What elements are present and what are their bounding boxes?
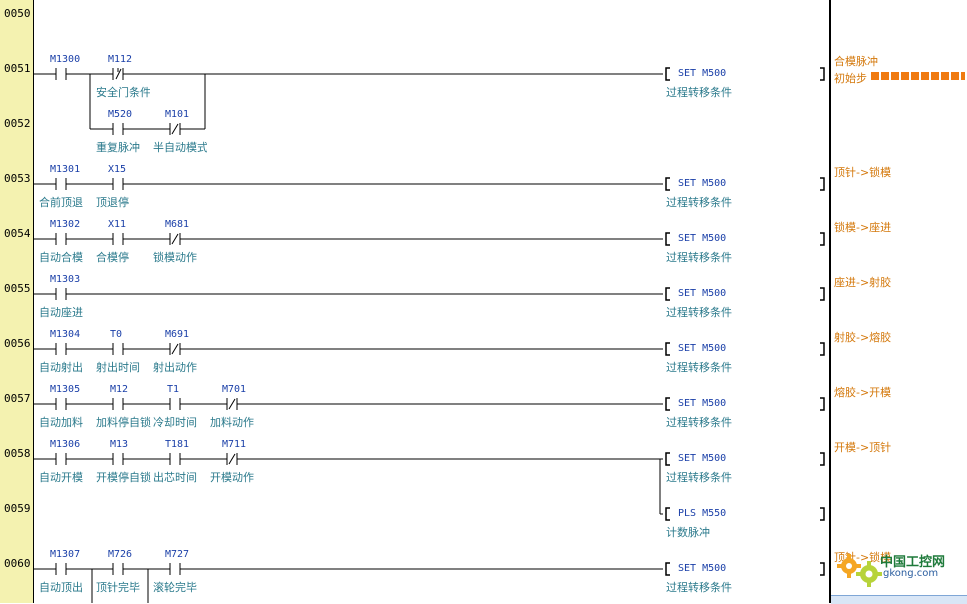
coil-comment: 过程转移条件 (666, 471, 732, 484)
contact-address[interactable]: M13 (110, 439, 129, 450)
coil-instruction[interactable]: SET M500 (678, 343, 727, 354)
contact-address[interactable]: M1306 (50, 439, 81, 450)
gkong-logo-icon (837, 554, 882, 587)
coil-comment: 过程转移条件 (666, 86, 732, 99)
contact-comment: 自动顶出 (39, 581, 83, 594)
contact-comment: 自动射出 (39, 361, 83, 374)
contact-address[interactable]: M1303 (50, 274, 81, 285)
coil-instruction[interactable]: SET M500 (678, 233, 727, 244)
contact-address[interactable]: M1307 (50, 549, 81, 560)
contact-comment: 射出动作 (153, 361, 197, 374)
coil-comment: 过程转移条件 (666, 196, 732, 209)
contact-address[interactable]: M1301 (50, 164, 81, 175)
step-number: 0056 (4, 337, 31, 350)
contact-address[interactable]: T181 (165, 439, 190, 450)
contact-address[interactable]: M101 (165, 109, 190, 120)
contact-address[interactable]: X15 (108, 164, 127, 175)
rung-comment: 座进->射胶 (834, 276, 892, 289)
initial-step-progress-marker (871, 72, 965, 80)
step-number: 0055 (4, 282, 31, 295)
contact-comment: 滚轮完毕 (153, 581, 197, 594)
contact-comment: 射出时间 (96, 361, 140, 374)
contact-address[interactable]: M112 (108, 54, 133, 65)
rung-comment: 开模->顶针 (834, 441, 892, 454)
contact-comment: 合模停 (96, 251, 129, 264)
contact-comment: 冷却时间 (153, 416, 197, 429)
rung-comment: 合模脉冲 (834, 55, 878, 68)
contact-address[interactable]: X11 (108, 219, 127, 230)
step-number: 0058 (4, 447, 31, 460)
coil-comment: 过程转移条件 (666, 361, 732, 374)
coil-comment: 过程转移条件 (666, 251, 732, 264)
coil-instruction[interactable]: SET M500 (678, 453, 727, 464)
contact-address[interactable]: M12 (110, 384, 129, 395)
contact-comment: 自动加料 (39, 416, 83, 429)
watermark-title: 中国工控网 (880, 555, 946, 570)
contact-address[interactable]: T0 (110, 329, 123, 340)
contact-comment: 加料停自锁 (96, 416, 151, 429)
contact-comment: 开模动作 (210, 471, 254, 484)
contact-address[interactable]: M520 (108, 109, 133, 120)
contact-comment: 合前顶退 (39, 196, 83, 209)
contact-comment: 自动开模 (39, 471, 83, 484)
step-number: 0053 (4, 172, 31, 185)
right-power-rail (829, 0, 831, 603)
contact-address[interactable]: M726 (108, 549, 133, 560)
contact-address[interactable]: M1302 (50, 219, 81, 230)
coil-instruction[interactable]: SET M500 (678, 178, 727, 189)
contact-comment: 顶针完毕 (96, 581, 140, 594)
coil-instruction[interactable]: PLS M550 (678, 508, 727, 519)
contact-address[interactable]: M727 (165, 549, 190, 560)
rung-comment: 锁模->座进 (834, 221, 892, 234)
step-number: 0051 (4, 62, 31, 75)
coil-comment: 过程转移条件 (666, 306, 732, 319)
contact-address[interactable]: M1300 (50, 54, 81, 65)
step-number-gutter (0, 0, 34, 603)
step-number: 0054 (4, 227, 31, 240)
step-number: 0052 (4, 117, 31, 130)
rung-comment: 射胶->熔胶 (834, 331, 892, 344)
coil-instruction[interactable]: SET M500 (678, 398, 727, 409)
coil-instruction[interactable]: SET M500 (678, 288, 727, 299)
contact-comment: 半自动模式 (153, 141, 207, 154)
coil-comment: 计数脉冲 (666, 526, 710, 539)
contact-comment: 自动座进 (39, 306, 83, 319)
contact-comment: 安全门条件 (96, 86, 150, 99)
horizontal-scrollbar[interactable] (831, 595, 967, 604)
contact-comment: 顶退停 (96, 196, 129, 209)
step-number: 0050 (4, 7, 31, 20)
contact-comment: 重复脉冲 (96, 141, 140, 154)
contact-address[interactable]: M691 (165, 329, 190, 340)
step-number: 0060 (4, 557, 31, 570)
rung-comment: 顶针->锁模 (834, 166, 892, 179)
step-number: 0057 (4, 392, 31, 405)
contact-address[interactable]: M681 (165, 219, 190, 230)
contact-comment: 加料动作 (210, 416, 254, 429)
contact-address[interactable]: M1304 (50, 329, 81, 340)
contact-comment: 锁模动作 (153, 251, 197, 264)
contact-address[interactable]: M1305 (50, 384, 81, 395)
contact-address[interactable]: T1 (167, 384, 180, 395)
coil-instruction[interactable]: SET M500 (678, 563, 727, 574)
coil-instruction[interactable]: SET M500 (678, 68, 727, 79)
contact-comment: 出芯时间 (153, 471, 197, 484)
contact-comment: 开模停自锁 (96, 471, 151, 484)
rung-comment-step: 初始步 (834, 72, 867, 85)
coil-comment: 过程转移条件 (666, 416, 732, 429)
contact-comment: 自动合模 (39, 251, 83, 264)
contact-address[interactable]: M701 (222, 384, 247, 395)
rung-comment: 熔胶->开模 (834, 386, 892, 399)
step-number: 0059 (4, 502, 31, 515)
contact-address[interactable]: M711 (222, 439, 247, 450)
watermark-url: gkong.com (883, 568, 939, 579)
coil-comment: 过程转移条件 (666, 581, 732, 594)
comment-column (831, 0, 967, 603)
